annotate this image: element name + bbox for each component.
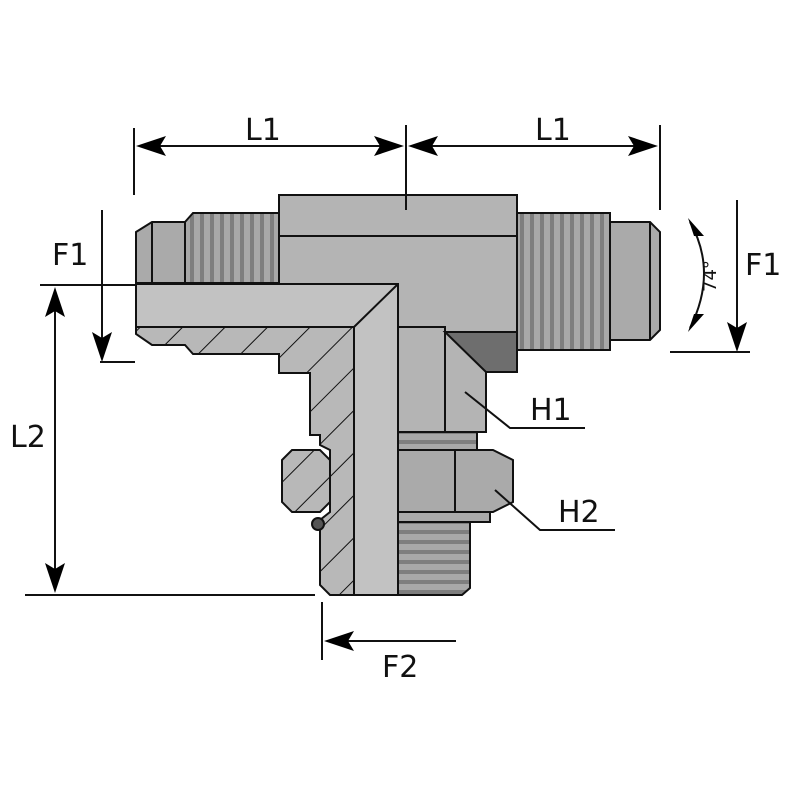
dimension-lines: [25, 125, 750, 660]
left-flare-end: [135, 212, 280, 284]
tee-body: [135, 194, 518, 596]
label-h2: H2: [558, 495, 600, 530]
label-f1-left: F1: [52, 238, 88, 273]
label-l1-left: L1: [245, 113, 281, 148]
stud-end: [281, 431, 514, 596]
label-f2: F2: [382, 650, 418, 685]
label-f1-right: F1: [745, 248, 781, 283]
label-l2: L2: [10, 420, 46, 455]
label-l1-right: L1: [535, 113, 571, 148]
label-h1: H1: [530, 393, 572, 428]
right-flare-end: [516, 212, 661, 351]
label-angle: 74°: [700, 260, 721, 292]
